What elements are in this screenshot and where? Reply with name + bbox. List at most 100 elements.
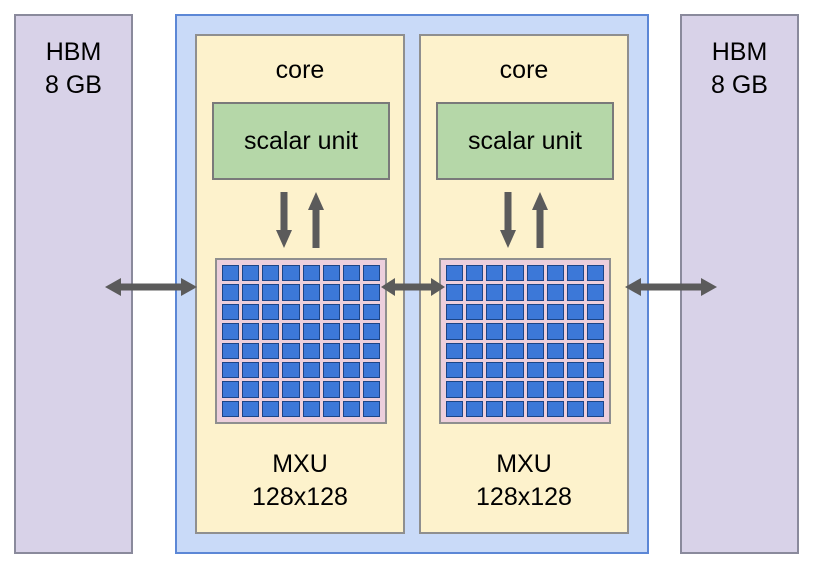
mxu-cell — [282, 342, 300, 359]
mxu-cell — [586, 381, 604, 398]
mxu-cell — [262, 323, 280, 340]
left-right-arrow-icon — [381, 278, 445, 296]
mxu-cell — [566, 342, 584, 359]
mxu-cell — [262, 303, 280, 321]
mxu-cell — [586, 400, 604, 417]
mxu-cell — [566, 323, 584, 340]
mxu-cell — [506, 265, 524, 282]
core-1-mxu-label-line2: 128x128 — [252, 483, 348, 511]
mxu-cell — [526, 284, 544, 301]
mxu-cell — [566, 284, 584, 301]
mxu-cell — [262, 284, 280, 301]
mxu-cell — [302, 361, 320, 379]
mxu-cell — [546, 265, 564, 282]
mxu-cell — [546, 361, 564, 379]
core-1-mxu-grid — [215, 258, 387, 424]
mxu-cell — [466, 284, 484, 301]
mxu-cell — [486, 303, 504, 321]
mxu-cell — [546, 284, 564, 301]
mxu-cell — [546, 400, 564, 417]
mxu-cell — [362, 303, 380, 321]
mxu-cell — [506, 342, 524, 359]
mxu-cell — [486, 284, 504, 301]
mxu-cell — [362, 284, 380, 301]
core-2-scalar-mxu-arrows — [421, 192, 627, 250]
mxu-cell — [526, 303, 544, 321]
mxu-cell — [566, 303, 584, 321]
mxu-cell — [322, 303, 340, 321]
mxu-cell — [262, 381, 280, 398]
mxu-cell — [222, 342, 240, 359]
mxu-cell — [322, 400, 340, 417]
core-1-scalar-unit-box: scalar unit — [212, 102, 390, 180]
mxu-cell — [262, 361, 280, 379]
mxu-cell — [302, 284, 320, 301]
mxu-cell — [362, 323, 380, 340]
left-right-arrow-icon — [105, 278, 197, 296]
mxu-cell — [242, 303, 260, 321]
mxu-cell — [362, 342, 380, 359]
core-1-mxu-label: MXU 128x128 — [197, 448, 403, 514]
mxu-cell — [302, 323, 320, 340]
mxu-cell — [466, 265, 484, 282]
mxu-cell — [586, 284, 604, 301]
mxu-cell — [446, 400, 464, 417]
mxu-cell — [222, 323, 240, 340]
core-2-mxu-label-line2: 128x128 — [476, 483, 572, 511]
mxu-cell — [242, 323, 260, 340]
mxu-cell — [466, 381, 484, 398]
mxu-cell — [566, 361, 584, 379]
mxu-cell — [466, 342, 484, 359]
mxu-cell — [322, 284, 340, 301]
mxu-cell — [302, 303, 320, 321]
down-arrow-icon — [276, 192, 292, 248]
core-1-mxu-label-line1: MXU — [272, 450, 328, 478]
mxu-cell — [486, 265, 504, 282]
core-2-label: core — [499, 56, 549, 84]
mxu-cell — [526, 381, 544, 398]
left-right-arrow-icon — [625, 278, 717, 296]
mxu-cell — [322, 381, 340, 398]
mxu-cell — [362, 265, 380, 282]
mxu-cell — [322, 265, 340, 282]
mxu-cell — [506, 323, 524, 340]
down-arrow-icon — [500, 192, 516, 248]
hbm-left-label-line2: 8 GB — [45, 71, 102, 99]
mxu-cell — [466, 400, 484, 417]
mxu-cell — [566, 381, 584, 398]
mxu-cell — [362, 361, 380, 379]
mxu-cell — [222, 265, 240, 282]
mxu-cell — [586, 265, 604, 282]
mxu-cell — [546, 303, 564, 321]
mxu-cell — [302, 381, 320, 398]
mxu-cell — [586, 361, 604, 379]
up-arrow-icon — [308, 192, 324, 248]
mxu-cell — [446, 381, 464, 398]
mxu-cell — [486, 361, 504, 379]
mxu-cell — [282, 361, 300, 379]
mxu-cell — [282, 381, 300, 398]
hbm-right-label-line2: 8 GB — [711, 71, 768, 99]
mxu-cell — [526, 400, 544, 417]
mxu-cell — [222, 361, 240, 379]
mxu-cell — [546, 381, 564, 398]
core-1-scalar-unit-label: scalar unit — [244, 126, 358, 155]
mxu-cell — [302, 265, 320, 282]
mxu-cell — [486, 400, 504, 417]
mxu-cell — [342, 400, 360, 417]
up-arrow-icon — [532, 192, 548, 248]
mxu-cell — [446, 284, 464, 301]
mxu-cell — [322, 323, 340, 340]
hbm-right-label-line1: HBM — [711, 38, 768, 66]
core-2-mxu-label: MXU 128x128 — [421, 448, 627, 514]
mxu-cell — [362, 400, 380, 417]
mxu-cell — [242, 265, 260, 282]
mxu-cell — [546, 323, 564, 340]
core-2-scalar-unit-box: scalar unit — [436, 102, 614, 180]
core-box-1: core scalar unit MXU 128x128 — [195, 34, 405, 534]
mxu-cell — [506, 400, 524, 417]
mxu-cell — [342, 323, 360, 340]
mxu-cell — [242, 400, 260, 417]
mxu-cell — [486, 342, 504, 359]
